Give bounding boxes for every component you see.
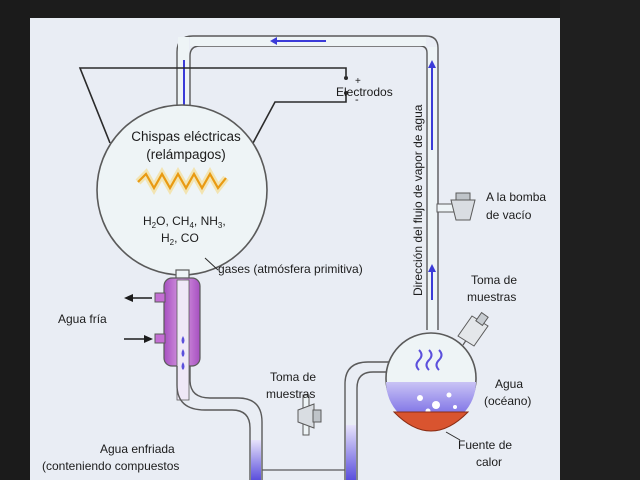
label-gases: gases (atmósfera primitiva) — [218, 262, 363, 276]
label-gas-formula-line1: H2O, CH4, NH3, — [143, 214, 226, 230]
cold-water-arrows — [124, 294, 153, 343]
label-cooled-water-line1: Agua enfriada — [100, 442, 175, 456]
label-positive: + — [355, 76, 361, 87]
label-gas-formula-line2: H2, CO — [161, 231, 199, 247]
label-heat-line2: calor — [476, 455, 502, 469]
device-bezel-right — [560, 0, 640, 480]
sampling-port-right — [457, 311, 489, 347]
label-vacuum-line2: de vacío — [486, 208, 532, 222]
electrode-terminal-positive — [344, 76, 348, 80]
label-heat-line1: Fuente de — [458, 438, 512, 452]
electrode-terminal-negative — [344, 91, 348, 95]
sampling-valve-center — [297, 394, 322, 436]
right-vertical-tube — [428, 47, 437, 330]
condenser — [154, 277, 201, 401]
vacuum-valve — [436, 192, 476, 221]
label-negative: - — [355, 94, 359, 106]
u-tube — [176, 361, 398, 480]
label-sample-right-line2: muestras — [467, 290, 516, 304]
label-electrodes: Electrodos — [336, 85, 393, 99]
label-lightning: (relámpagos) — [146, 147, 226, 162]
label-cold-water: Agua fría — [58, 312, 107, 326]
device-bezel-left — [0, 0, 30, 480]
device-bezel-top — [0, 0, 640, 18]
diagram-screen — [30, 18, 560, 480]
label-sample-right-line1: Toma de — [471, 273, 517, 287]
label-sparks: Chispas eléctricas — [131, 129, 241, 144]
label-cooled-water-line2: (conteniendo compuestos — [42, 459, 179, 473]
heat-leader — [445, 431, 461, 441]
label-vacuum-line1: A la bomba — [486, 190, 546, 204]
label-ocean-line1: Agua — [495, 377, 523, 391]
gases-leader — [204, 257, 219, 271]
spark-zigzag — [135, 166, 229, 196]
label-sample-center-line1: Toma de — [270, 370, 316, 384]
heat-source — [392, 411, 470, 432]
label-ocean-line2: (océano) — [484, 394, 531, 408]
electrode-wires — [78, 67, 347, 144]
label-vapor-direction: Dirección del flujo de vapor de agua — [411, 104, 425, 296]
label-sample-center-line2: muestras — [266, 387, 315, 401]
